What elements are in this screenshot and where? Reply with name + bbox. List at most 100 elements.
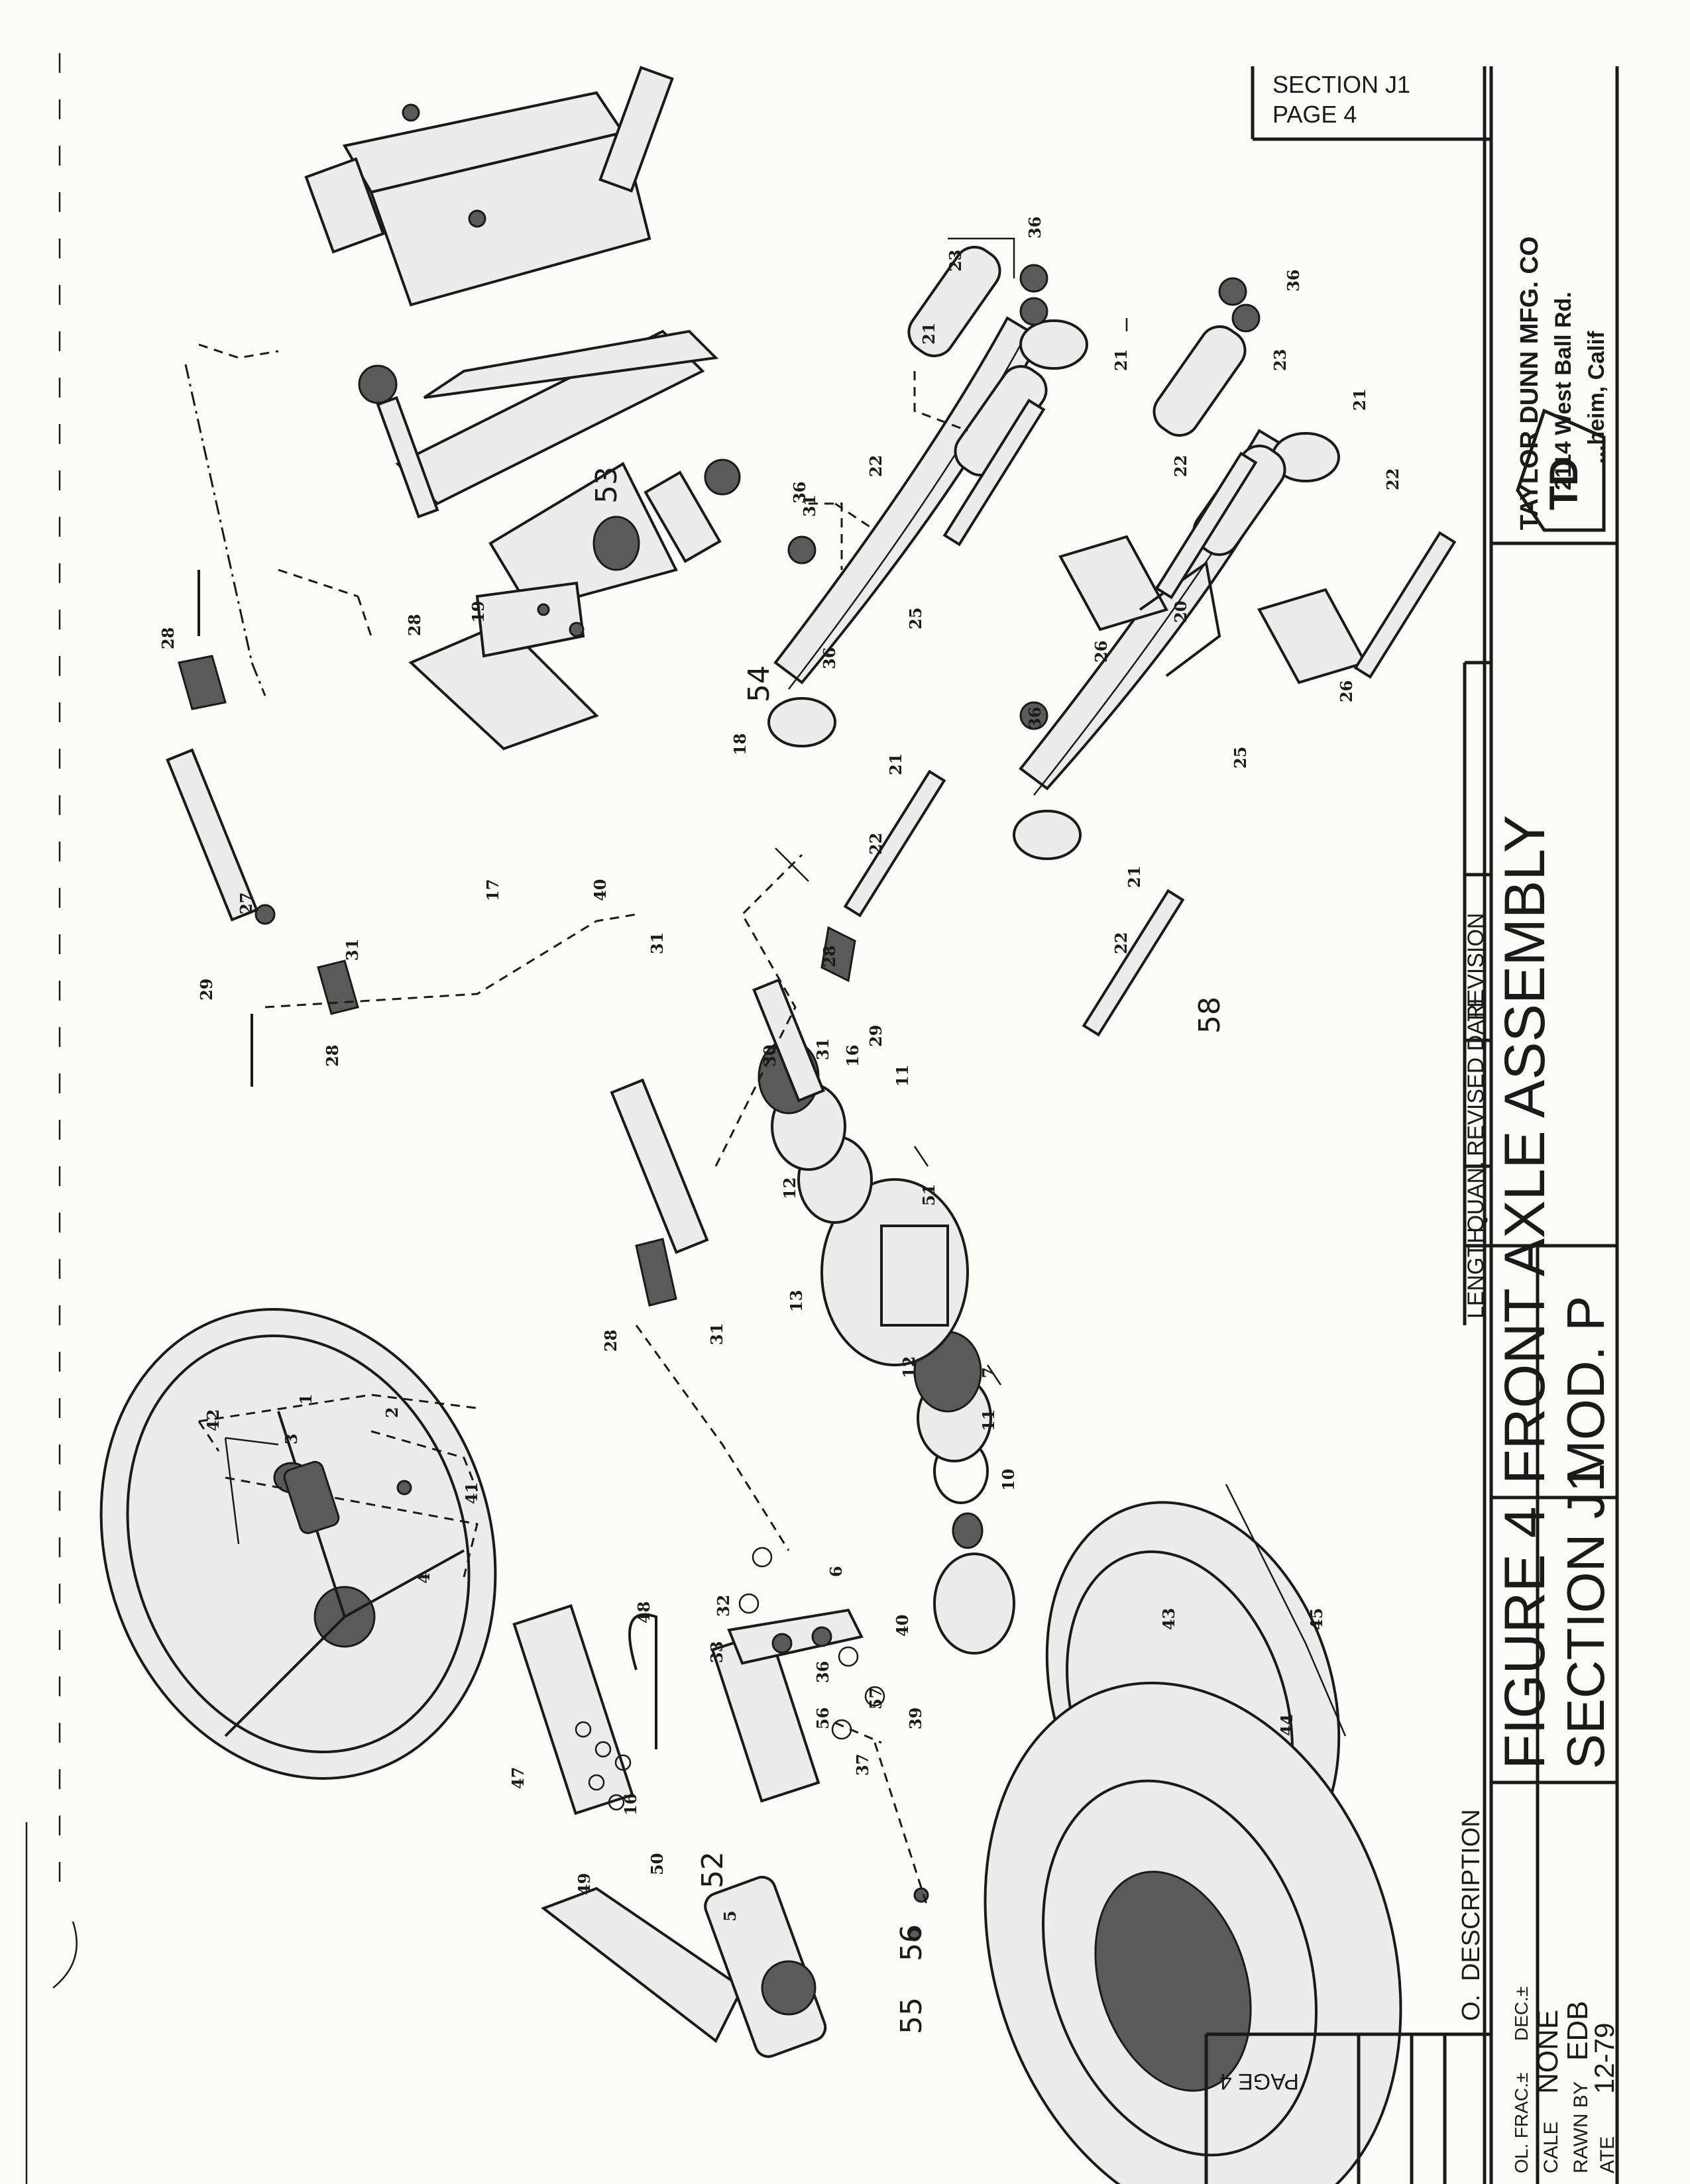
drawn-label: RAWN BY (1570, 2081, 1592, 2173)
label-2: 2 (382, 1407, 402, 1418)
spring-eye-front (767, 697, 836, 747)
label-16a: 16 (843, 1045, 862, 1067)
title-line-2: MOD. P (1556, 1296, 1615, 1484)
section-text: SECTION J1 (1272, 71, 1410, 98)
label-36c: 36 (790, 482, 809, 504)
shackle-group (787, 237, 1457, 1037)
axle-beam-group (358, 329, 741, 751)
spindle (644, 470, 722, 563)
tie-rod-group (610, 847, 856, 1551)
shackle-nut-4 (1231, 303, 1261, 333)
spring-bolt-2 (1155, 451, 1258, 600)
frame-center-line (184, 364, 266, 696)
steering-column-group (512, 1547, 929, 2058)
label-56a: 56 (895, 1924, 929, 1961)
hub-assembly-group (758, 1039, 1015, 1655)
spring-eye-front-2 (1013, 810, 1082, 860)
label-4: 4 (414, 1572, 433, 1584)
company-logo: TD (1516, 408, 1606, 532)
kingpin-cap (358, 364, 398, 404)
label-51: 51 (919, 1184, 938, 1206)
shackle-nut-6 (1019, 701, 1048, 730)
shackle-nut-1 (1019, 264, 1048, 293)
tie-rod-to-pitman-line (635, 1325, 790, 1551)
axle-beam-end (408, 621, 599, 751)
label-31e: 31 (800, 495, 819, 517)
steering-knuckle-arm (475, 581, 585, 658)
label-23b: 23 (1270, 349, 1290, 371)
drag-link-clamp (254, 904, 276, 925)
label-12a: 12 (899, 1356, 919, 1378)
drag-link-to-knuckle (264, 913, 637, 1009)
label-28b: 28 (323, 1045, 342, 1067)
label-21a: 21 (919, 323, 938, 345)
steering-wheel-group (99, 1308, 497, 1780)
spindle-nut (952, 1512, 984, 1549)
steering-wheel (99, 1308, 497, 1780)
scale-value: NONE (1532, 2010, 1564, 2094)
frame-ear (304, 157, 385, 254)
label-32: 32 (714, 1595, 733, 1617)
label-31c: 31 (813, 1038, 832, 1060)
label-16b: 16 (621, 1794, 640, 1816)
label-30: 30 (760, 1045, 779, 1067)
tire-center (1094, 1871, 1252, 2092)
label-23a: 23 (946, 250, 965, 272)
label-36e: 36 (1025, 707, 1044, 729)
ubolt-dash-1 (809, 502, 843, 570)
label-47: 47 (508, 1767, 528, 1789)
shackle-dash (913, 371, 968, 432)
label-22b: 22 (1171, 455, 1190, 477)
j-hook (628, 1613, 657, 1749)
label-55: 55 (895, 1997, 929, 2034)
steering-gear-collar (283, 1460, 340, 1535)
page-stub: PAGE 4 (1219, 2069, 1299, 2094)
drag-link-leader (775, 847, 809, 882)
label-43: 43 (1159, 1608, 1178, 1630)
tire-bracket-line (1225, 1484, 1347, 1737)
label-27: 27 (237, 893, 256, 914)
label-42: 42 (203, 1409, 223, 1431)
gear-bracket-lines (224, 1437, 279, 1545)
label-54: 54 (742, 665, 776, 702)
gear-dash-line (370, 1430, 479, 1492)
title-block: SECTION J1 PAGE 4 LENGTH QUAN. REVISED D… (1204, 66, 1620, 2184)
label-44: 44 (1277, 1714, 1296, 1736)
spring-bolt-4 (843, 769, 946, 918)
label-57: 57 (866, 1688, 885, 1710)
axle-beam-top (423, 329, 719, 399)
col-description: DESCRIPTION (1457, 1809, 1485, 1981)
kingpin-bushing (592, 516, 640, 571)
scale-label: CALE (1540, 2122, 1562, 2173)
label-5: 5 (720, 1910, 740, 1922)
label-25b: 25 (1231, 747, 1250, 769)
label-31b: 31 (648, 932, 667, 954)
label-1: 1 (296, 1393, 315, 1405)
label-36a: 36 (1025, 217, 1044, 239)
gear-washer (396, 1480, 412, 1496)
label-40a: 40 (893, 1615, 912, 1637)
date-value: 12-79 (1589, 2023, 1620, 2094)
tie-rod-to-knuckle-line (714, 853, 803, 1167)
shackle-nut-5 (787, 535, 817, 565)
tol-dec: DEC.± (1511, 1987, 1532, 2041)
drag-link-upper-end (178, 655, 227, 710)
label-28c: 28 (820, 946, 839, 967)
shackle-nut-3 (1218, 277, 1247, 306)
drag-link-end (820, 926, 856, 983)
gear-housing-cover (761, 1960, 817, 2016)
spindle-nut-top (704, 459, 741, 496)
shackle-leader (948, 237, 1015, 278)
spring-bolt-3 (1353, 531, 1457, 679)
label-29c: 29 (866, 1025, 885, 1047)
label-22d: 22 (866, 833, 885, 855)
label-29a: 28 (405, 614, 424, 636)
drawn-value: EDB (1561, 2001, 1594, 2061)
part-labels: 1 2 3 4 5 6 7 10 11 11 12 12 13 16 16 17… (158, 217, 1402, 2034)
ubolt-dash-2 (834, 502, 875, 531)
pitman-arm-hole (771, 1633, 793, 1654)
label-12b: 12 (780, 1177, 799, 1199)
frame-dash-line-2 (278, 569, 372, 637)
